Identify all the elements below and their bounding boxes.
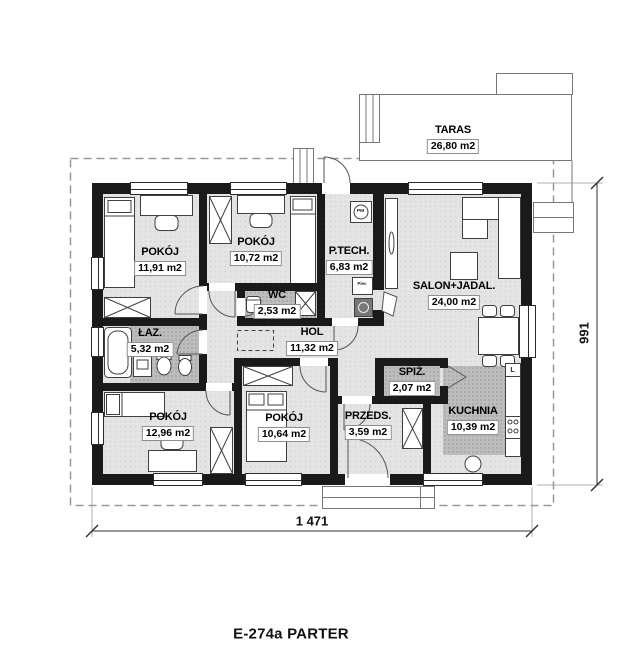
window [91,257,104,290]
room-area: 2,53 m2 [253,304,301,319]
room-label-pokoj-4: POKÓJ 10,64 m2 [257,412,311,442]
window [153,473,203,486]
room-name: POKÓJ [237,236,275,248]
door-opening [332,318,358,326]
room-area: 10,39 m2 [446,420,500,435]
room-name: SALON+JADAL. [412,280,496,292]
door-opening [300,358,328,366]
room-name: WC [268,289,286,301]
fridge-marker: L [510,367,515,374]
room-name: PRZEDS. [344,410,392,422]
wall-segment [234,358,242,474]
room-name: TARAS [434,124,472,136]
room-name: SPIŻ. [398,366,426,378]
room-area: 6,83 m2 [325,260,373,275]
room-area: 3,59 m2 [344,425,392,440]
window [91,412,104,445]
room-area: 11,91 m2 [134,261,186,276]
wall-segment [375,358,448,366]
wall-segment [103,318,207,326]
room-label-wc: WC 2,53 m2 [253,289,301,319]
wall-segment [423,396,431,474]
door-opening [206,383,232,391]
room-area: 12,96 m2 [141,426,195,441]
door-opening [237,298,245,316]
door-opening [342,396,372,404]
room-name: POKÓJ [265,412,303,424]
wall-segment [199,318,207,391]
boiler-marker: PM [356,208,365,214]
wall-segment [440,386,448,404]
room-name: ŁAZ. [138,327,162,339]
wall-segment [373,194,384,290]
window [130,182,188,195]
room-label-pokoj-1: POKÓJ 11,91 m2 [134,246,186,276]
room-label-laz: ŁAZ. 5,32 m2 [126,327,174,357]
window [230,182,287,195]
window [408,182,483,195]
room-label-hol: HOL 11,32 m2 [286,326,338,356]
room-name: POKÓJ [141,246,179,258]
room-name: P.TECH. [328,245,370,257]
door-opening [322,183,350,194]
room-label-pokoj-2: POKÓJ 10,72 m2 [229,236,283,266]
wall-segment [237,318,384,326]
room-label-kuchnia: KUCHNIA 10,39 m2 [446,405,500,435]
entry-porch [322,486,435,509]
room-area: 10,64 m2 [257,427,311,442]
dimension-width: 1 471 [295,513,329,529]
room-label-ptech: P.TECH. 6,83 m2 [325,245,373,275]
room-label-spiz: SPIŻ. 2,07 m2 [388,366,436,396]
room-area: 5,32 m2 [126,342,174,357]
wall-segment [375,396,448,404]
room-area: 24,00 m2 [427,295,481,310]
wall-segment [330,358,338,474]
room-area: 26,80 m2 [426,139,480,154]
room-label-taras: TARAS 26,80 m2 [426,124,480,154]
door-opening [345,474,390,485]
door-opening [199,286,207,314]
wall-segment [440,358,448,368]
wall-segment [373,310,384,322]
furnace-marker: Piec [357,281,367,287]
room-label-przeds: PRZEDS. 3,59 m2 [344,410,392,440]
window [245,473,302,486]
dimension-height: 991 [576,322,592,344]
room-name: KUCHNIA [448,405,498,417]
room-name: HOL [300,326,324,338]
room-area: 10,72 m2 [229,251,283,266]
wall-segment [317,194,325,326]
door-opening [199,330,207,354]
window [423,473,483,486]
door-arc [323,156,351,184]
plan-title: E-274a PARTER [233,625,349,643]
room-label-salon: SALON+JADAL. 24,00 m2 [413,280,495,310]
room-area: 2,07 m2 [388,381,436,396]
room-label-pokoj-3: POKÓJ 12,96 m2 [141,411,195,441]
room-area: 11,32 m2 [286,341,338,356]
window [91,327,104,357]
door-opening [209,283,235,291]
window [519,305,536,358]
room-name: POKÓJ [149,411,187,423]
